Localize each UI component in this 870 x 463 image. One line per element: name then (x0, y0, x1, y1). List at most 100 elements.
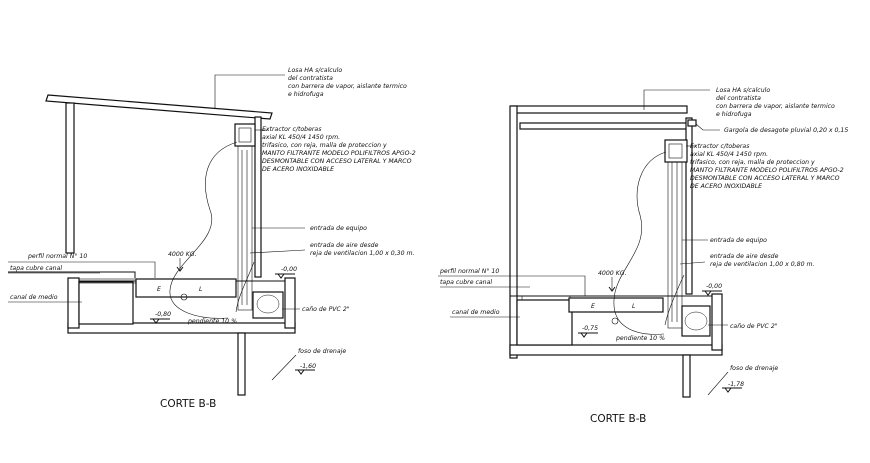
right-tr-mark-2: L (632, 303, 636, 310)
left-pvc-pipe (256, 294, 280, 314)
right-air-inlet-1: entrada de aire desde (710, 252, 779, 260)
right-slab-note-2: del contratista (716, 94, 761, 102)
left-extractor-note-3: trifasico, con reja, malla de proteccion… (262, 141, 387, 149)
left-weight-head (176, 266, 184, 272)
right-slab-note-3: con barrera de vapor, aislante termico (716, 102, 835, 110)
left-level-top-mark (275, 273, 295, 279)
right-entry-equipment: entrada de equipo (710, 236, 767, 244)
right-pit-floor (509, 344, 723, 356)
left-right-wall (254, 116, 262, 278)
right-extractor (664, 139, 688, 163)
right-pulley (611, 317, 619, 325)
right-level-drain: -1,78 (728, 381, 744, 388)
left-slab-note-3: con barrera de vapor, aislante termico (288, 82, 407, 90)
right-extractor-inner (668, 143, 683, 159)
left-air-inlet-1: entrada de aire desde (310, 241, 379, 249)
left-slab-note-1: Losa HA s/calculo (288, 67, 342, 74)
left-profile: perfil normal N° 10 (27, 252, 87, 260)
right-drain-column (682, 354, 691, 398)
right-extractor-note-2: axial KL 450/4 1450 rpm. (690, 151, 768, 158)
left-pulley (180, 293, 188, 301)
right-level-drain-mark (722, 387, 742, 393)
right-gutter: Gargola de desagote pluvial 0,20 x 0,15 (724, 126, 848, 134)
left-entry-equipment: entrada de equipo (310, 224, 367, 232)
right-roof-slab (511, 105, 688, 114)
left-airflow (169, 141, 238, 319)
left-extractor-note-5: DESMONTABLE CON ACCESO LATERAL Y MARCO (262, 158, 412, 165)
left-level-top: -0,00 (281, 266, 297, 273)
right-weight: 4000 KG. (598, 270, 627, 277)
right-pvc-box (681, 305, 711, 337)
right-pvc-pipe-label: caño de PVC 2" (730, 323, 778, 330)
right-gutter (687, 119, 697, 127)
left-extractor-inner (238, 127, 252, 143)
left-floor-top (8, 271, 136, 278)
left-cover: tapa cubre canal (10, 264, 62, 272)
left-extractor-note-4: MANTO FILTRANTE MODELO POLIFILTROS APGO-… (262, 150, 416, 157)
left-slab-note-4: e hidrofuga (288, 91, 324, 98)
left-extractor-note-6: DE ACERO INOXIDABLE (262, 166, 334, 173)
right-roof-band (519, 122, 691, 130)
right-profile: perfil normal N° 10 (439, 267, 499, 275)
left-tr-mark-2: L (199, 286, 203, 293)
left-extractor (234, 123, 256, 147)
left-pvc-pipe-label: caño de PVC 2" (302, 306, 350, 313)
right-leader-gutter (695, 123, 720, 131)
left-air-inlet-2: reja de ventilacion 1,00 x 0,30 m. (310, 249, 415, 257)
right-leader-drain (707, 371, 729, 396)
right-pvc-pipe (684, 311, 708, 331)
right-level-top-mark (702, 290, 722, 296)
right-channel-box (516, 299, 573, 346)
right-leader-profile (438, 275, 586, 296)
left-slab-note-2: del contratista (288, 74, 333, 82)
right-leader-slab (643, 89, 710, 110)
left-channel-box (78, 281, 134, 325)
left-drain-pit: foso de drenaje (298, 348, 346, 355)
left-roof-slab (45, 94, 273, 120)
right-duct (667, 149, 683, 329)
left-extractor-note-2: axial KL 450/4 1450 rpm. (262, 134, 340, 141)
right-slope: pendiente 10 % (615, 334, 665, 342)
right-extractor-note-4: MANTO FILTRANTE MODELO POLIFILTROS APGO-… (690, 167, 844, 174)
right-airflow (613, 151, 667, 335)
right-leader-air (679, 261, 706, 265)
right-level-mid: -0,75 (582, 325, 598, 332)
left-transformer (135, 278, 237, 298)
left-slope: pendiente 10 % (187, 317, 237, 325)
right-drain-pit: foso de drenaje (730, 365, 778, 372)
left-tr-mark-1: E (157, 286, 161, 293)
left-leader-slab (214, 74, 285, 108)
right-cover: tapa cubre canal (440, 278, 492, 286)
left-channel: canal de medio (10, 294, 58, 301)
left-leader-drain (271, 354, 297, 381)
right-transformer (568, 297, 664, 313)
right-airflow-2 (664, 274, 685, 326)
left-extractor-note-1: Extractor c/toberas (262, 125, 322, 133)
left-leader-air (249, 249, 306, 254)
right-slab-note-4: e hidrofuga (716, 111, 752, 118)
right-extractor-note-5: DESMONTABLE CON ACCESO LATERAL Y MARCO (690, 175, 840, 182)
left-pit-right-wall (284, 277, 296, 329)
right-pit-right-wall (711, 293, 723, 351)
left-leader-profile (8, 261, 156, 278)
left-drain-column (237, 332, 246, 396)
right-right-wall (685, 117, 693, 295)
right-section-title: CORTE B-B (590, 413, 646, 425)
right-air-inlet-2: reja de ventilacion 1,00 x 0,80 m. (710, 260, 815, 268)
left-airflow-2 (235, 261, 255, 313)
right-level-top: -0,00 (706, 283, 722, 290)
left-level-mid-mark (150, 318, 170, 324)
left-section-title: CORTE B-B (160, 398, 216, 410)
left-pvc-box (252, 291, 284, 319)
left-weight: 4000 KG. (168, 251, 197, 258)
left-level-mid: -0,80 (155, 311, 171, 318)
right-level-mid-mark (578, 332, 598, 338)
right-tr-mark-1: E (591, 303, 595, 310)
left-level-drain-mark (295, 369, 315, 375)
right-slab-note-1: Losa HA s/calculo (716, 87, 770, 94)
left-section: E L (8, 74, 315, 396)
right-channel: canal de medio (452, 309, 500, 316)
right-section: E L (438, 89, 742, 398)
right-weight-head (608, 286, 616, 292)
